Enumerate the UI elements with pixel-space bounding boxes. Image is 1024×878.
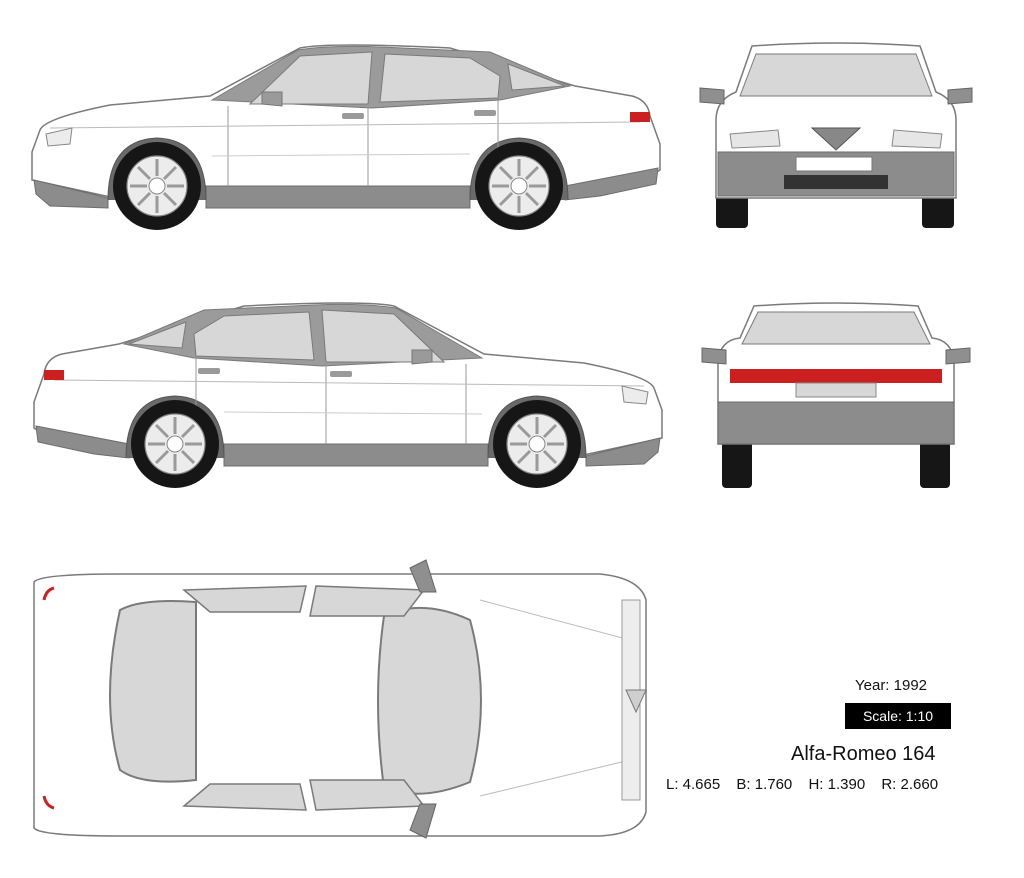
rear-wheel bbox=[473, 140, 565, 232]
dimensions-row: L: 4.665 B: 1.760 H: 1.390 R: 2.660 bbox=[666, 776, 938, 793]
scale-badge: Scale: 1:10 bbox=[845, 703, 951, 729]
front-wheel bbox=[111, 140, 203, 232]
front-view bbox=[699, 42, 973, 228]
breadth-value: B: 1.760 bbox=[736, 776, 793, 793]
model-name: Alfa-Romeo 164 bbox=[791, 743, 936, 765]
wheelbase-value: R: 2.660 bbox=[881, 776, 939, 793]
rear-light-bar bbox=[730, 369, 942, 383]
year-label: Year: 1992 bbox=[855, 677, 928, 694]
height-value: H: 1.390 bbox=[808, 776, 866, 793]
side-view-right bbox=[33, 302, 663, 490]
side-view-left bbox=[31, 44, 661, 232]
top-view bbox=[33, 559, 647, 839]
rear-view bbox=[701, 302, 971, 488]
length-value: L: 4.665 bbox=[666, 776, 721, 793]
